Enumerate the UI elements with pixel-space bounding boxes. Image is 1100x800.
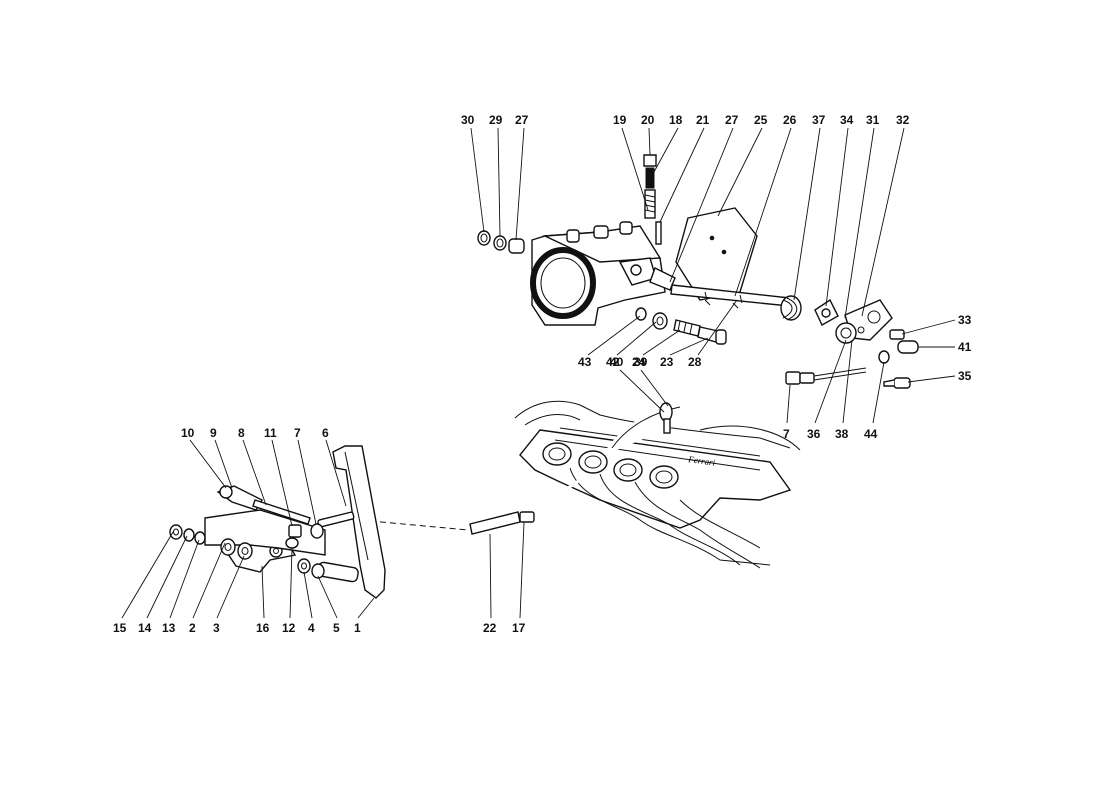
callout-32: 32	[896, 113, 910, 127]
nut-11	[288, 524, 302, 538]
callout-23: 23	[660, 355, 674, 369]
callout-2: 2	[189, 621, 196, 635]
nut-44	[878, 350, 890, 364]
callout-10: 10	[181, 426, 195, 440]
callout-11: 11	[264, 426, 277, 440]
callout-12: 12	[282, 621, 296, 635]
pin-28-dots	[704, 299, 739, 309]
cable-sleeve-22	[469, 511, 521, 535]
callout-16: 16	[256, 621, 270, 635]
accelerator-pedal-1	[317, 445, 386, 599]
manifold-stamp: Ferrari	[687, 454, 717, 468]
adjuster-screw-23	[697, 326, 727, 345]
washer-5	[311, 563, 325, 579]
callout-43: 43	[578, 355, 592, 369]
callout-37: 37	[812, 113, 826, 127]
callout-29: 29	[489, 113, 503, 127]
callout-7: 7	[783, 427, 790, 441]
nut-7a	[310, 523, 324, 539]
callout-13: 13	[162, 621, 176, 635]
link-rod-8	[252, 499, 311, 525]
throttle-body	[530, 221, 676, 326]
callout-19: 19	[613, 113, 627, 127]
callout-44: 44	[864, 427, 878, 441]
intake-runners	[542, 442, 679, 489]
bushing-27	[508, 238, 525, 254]
callout-39: 39	[634, 355, 648, 369]
callout-21: 21	[696, 113, 710, 127]
bushing-2	[220, 538, 236, 556]
spring-24	[673, 319, 701, 337]
spring-36	[835, 322, 857, 344]
callout-28: 28	[688, 355, 702, 369]
pin-21	[655, 221, 662, 245]
callout-34: 34	[840, 113, 854, 127]
callout-24: 24	[632, 355, 646, 369]
callout-17: 17	[512, 621, 526, 635]
callout-4: 4	[308, 621, 315, 635]
idle-screw-assembly	[643, 154, 657, 219]
seal-ring-29	[493, 235, 507, 251]
bolt-6	[317, 511, 355, 528]
callout-36: 36	[807, 427, 821, 441]
seal-ring-30	[477, 230, 491, 246]
leader-lines	[121, 127, 956, 619]
callout-9: 9	[210, 426, 217, 440]
callout-20: 20	[641, 113, 655, 127]
washer-13	[194, 531, 206, 545]
washer-4	[297, 558, 311, 574]
callout-22: 22	[483, 621, 497, 635]
callout-31: 31	[866, 113, 880, 127]
callout-27: 27	[725, 113, 739, 127]
cable-adjuster-7b	[785, 367, 867, 385]
callout-27: 27	[515, 113, 529, 127]
bushing-41	[897, 340, 919, 354]
bushing-3	[237, 542, 253, 560]
return-spring-37	[780, 295, 802, 321]
callout-38: 38	[835, 427, 849, 441]
intake-manifold: Ferrari	[514, 400, 801, 569]
callout-15: 15	[113, 621, 127, 635]
throttle-bore	[530, 247, 596, 319]
callout-14: 14	[138, 621, 152, 635]
cable-dashed-line	[359, 519, 469, 531]
callout-40: 40	[610, 355, 624, 369]
callout-3: 3	[213, 621, 220, 635]
lever-34	[814, 298, 839, 326]
callout-8: 8	[238, 426, 245, 440]
callout-1: 1	[354, 621, 361, 635]
ball-joint-33	[889, 329, 905, 340]
callout-5: 5	[333, 621, 340, 635]
callout-41: 41	[958, 340, 972, 354]
washer-12	[285, 537, 299, 549]
callout-35: 35	[958, 369, 972, 383]
callout-7: 7	[294, 426, 301, 440]
callout-6: 6	[322, 426, 329, 440]
cable-end-lower	[519, 478, 581, 523]
screw-35	[883, 377, 911, 389]
throttle-cable-40	[603, 376, 791, 457]
spring-42	[652, 312, 668, 330]
callout-25: 25	[754, 113, 768, 127]
callout-26: 26	[783, 113, 797, 127]
callout-labels: 30 29 27 19 20 18 21 27 25 26 37 34 31 3…	[113, 113, 972, 635]
callout-18: 18	[669, 113, 683, 127]
nut-15	[169, 524, 183, 540]
callout-30: 30	[461, 113, 475, 127]
callout-33: 33	[958, 313, 972, 327]
callout-42: 42	[606, 355, 620, 369]
cable-clamp-39	[659, 402, 673, 434]
